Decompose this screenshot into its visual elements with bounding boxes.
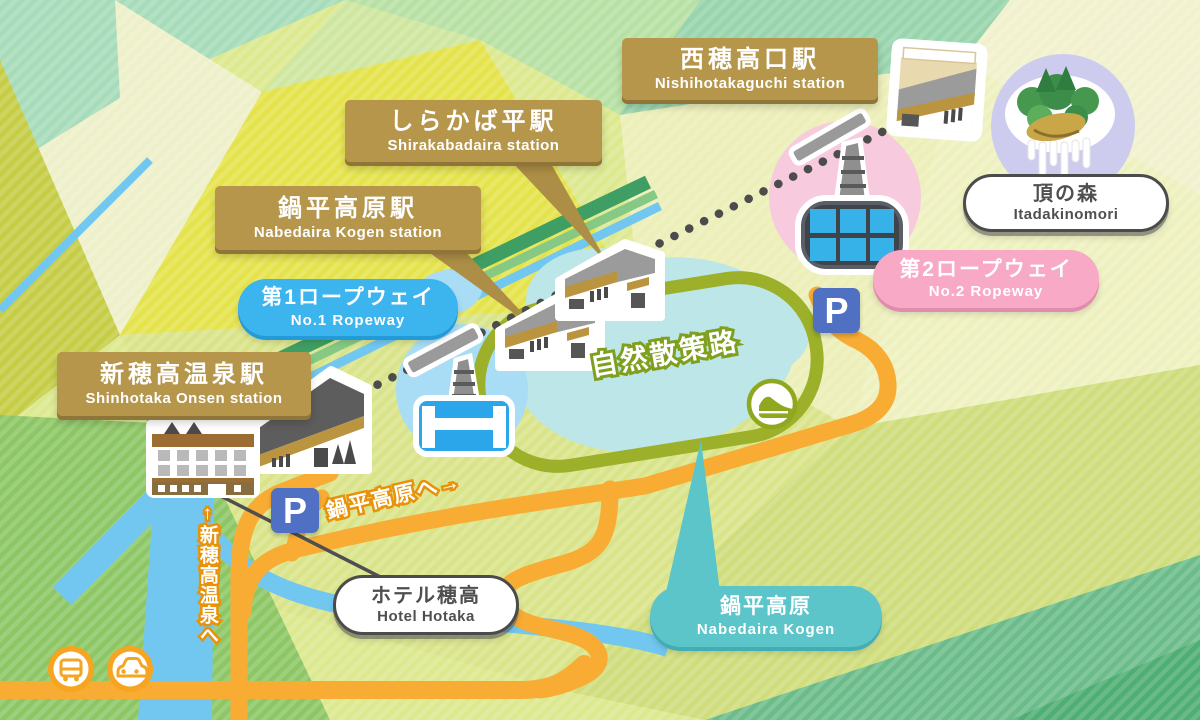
label-nabedaira-kogen-area[interactable]: 鍋平高原 Nabedaira Kogen: [650, 586, 882, 647]
label-en: Shinhotaka Onsen station: [85, 390, 283, 408]
label-en: Itadakinomori: [1013, 206, 1119, 223]
label-en: Hotel Hotaka: [377, 608, 475, 625]
hotel-leader-line: [206, 487, 399, 588]
label-jp: 西穂高口駅: [680, 45, 820, 73]
parking-icon-shinhotaka[interactable]: P: [271, 488, 319, 533]
car-access-icon: [107, 646, 153, 692]
label-itadakinomori[interactable]: 頂の森 Itadakinomori: [963, 174, 1169, 232]
label-shinhotaka-onsen-station[interactable]: 新穂高温泉駅 Shinhotaka Onsen station: [57, 352, 311, 416]
label-en: No.1 Ropeway: [290, 311, 406, 329]
label-no1-ropeway[interactable]: 第1ロープウェイ No.1 Ropeway: [238, 279, 458, 336]
label-hotel-hotaka[interactable]: ホテル穂高 Hotel Hotaka: [333, 575, 519, 635]
label-jp: 第1ロープウェイ: [261, 286, 435, 310]
shirakabadaira-pointer: [512, 162, 608, 264]
nabedaira-kogen-bubble-stem: [666, 440, 720, 592]
label-jp: 鍋平高原駅: [278, 194, 418, 222]
label-jp: 頂の森: [1033, 183, 1099, 205]
label-en: Nabedaira Kogen station: [253, 224, 443, 242]
ropeway1-gondola: [403, 323, 515, 457]
parking-letter: P: [282, 489, 307, 531]
label-jp: 鍋平高原: [720, 595, 812, 619]
label-shirakabadaira-station[interactable]: しらかば平駅 Shirakabadaira station: [345, 100, 602, 162]
nishihotakaguchi-station-building: [886, 38, 988, 142]
label-en: Nishihotakaguchi station: [654, 75, 846, 93]
label-nabedaira-kogen-station[interactable]: 鍋平高原駅 Nabedaira Kogen station: [215, 186, 481, 250]
label-jp: 新穂高温泉駅: [100, 360, 268, 388]
hotel-hotaka-building: [146, 418, 260, 498]
label-jp: 第2ロープウェイ: [899, 257, 1073, 281]
label-en: No.2 Ropeway: [928, 283, 1044, 301]
label-en: Shirakabadaira station: [387, 137, 560, 155]
ropeway2-gondola: [788, 108, 909, 275]
label-en: Nabedaira Kogen: [696, 620, 836, 638]
label-jp: しらかば平駅: [389, 107, 558, 135]
label-nishihotakaguchi-station[interactable]: 西穂高口駅 Nishihotakaguchi station: [622, 38, 878, 100]
label-jp: ホテル穂高: [371, 585, 481, 607]
label-no2-ropeway[interactable]: 第2ロープウェイ No.2 Ropeway: [873, 250, 1099, 308]
bus-access-icon: [48, 646, 94, 692]
road-label-to-shinhotaka-onsen: ↑新穂高温泉へ ↑新穂高温泉へ: [194, 501, 220, 648]
parking-icon-nabedaira[interactable]: P: [813, 288, 860, 333]
nabedaira-station-pointer: [423, 248, 540, 332]
itadakinomori-forest-art: [1005, 66, 1115, 185]
hiking-shoe-icon: [746, 378, 798, 430]
parking-letter: P: [824, 289, 849, 331]
